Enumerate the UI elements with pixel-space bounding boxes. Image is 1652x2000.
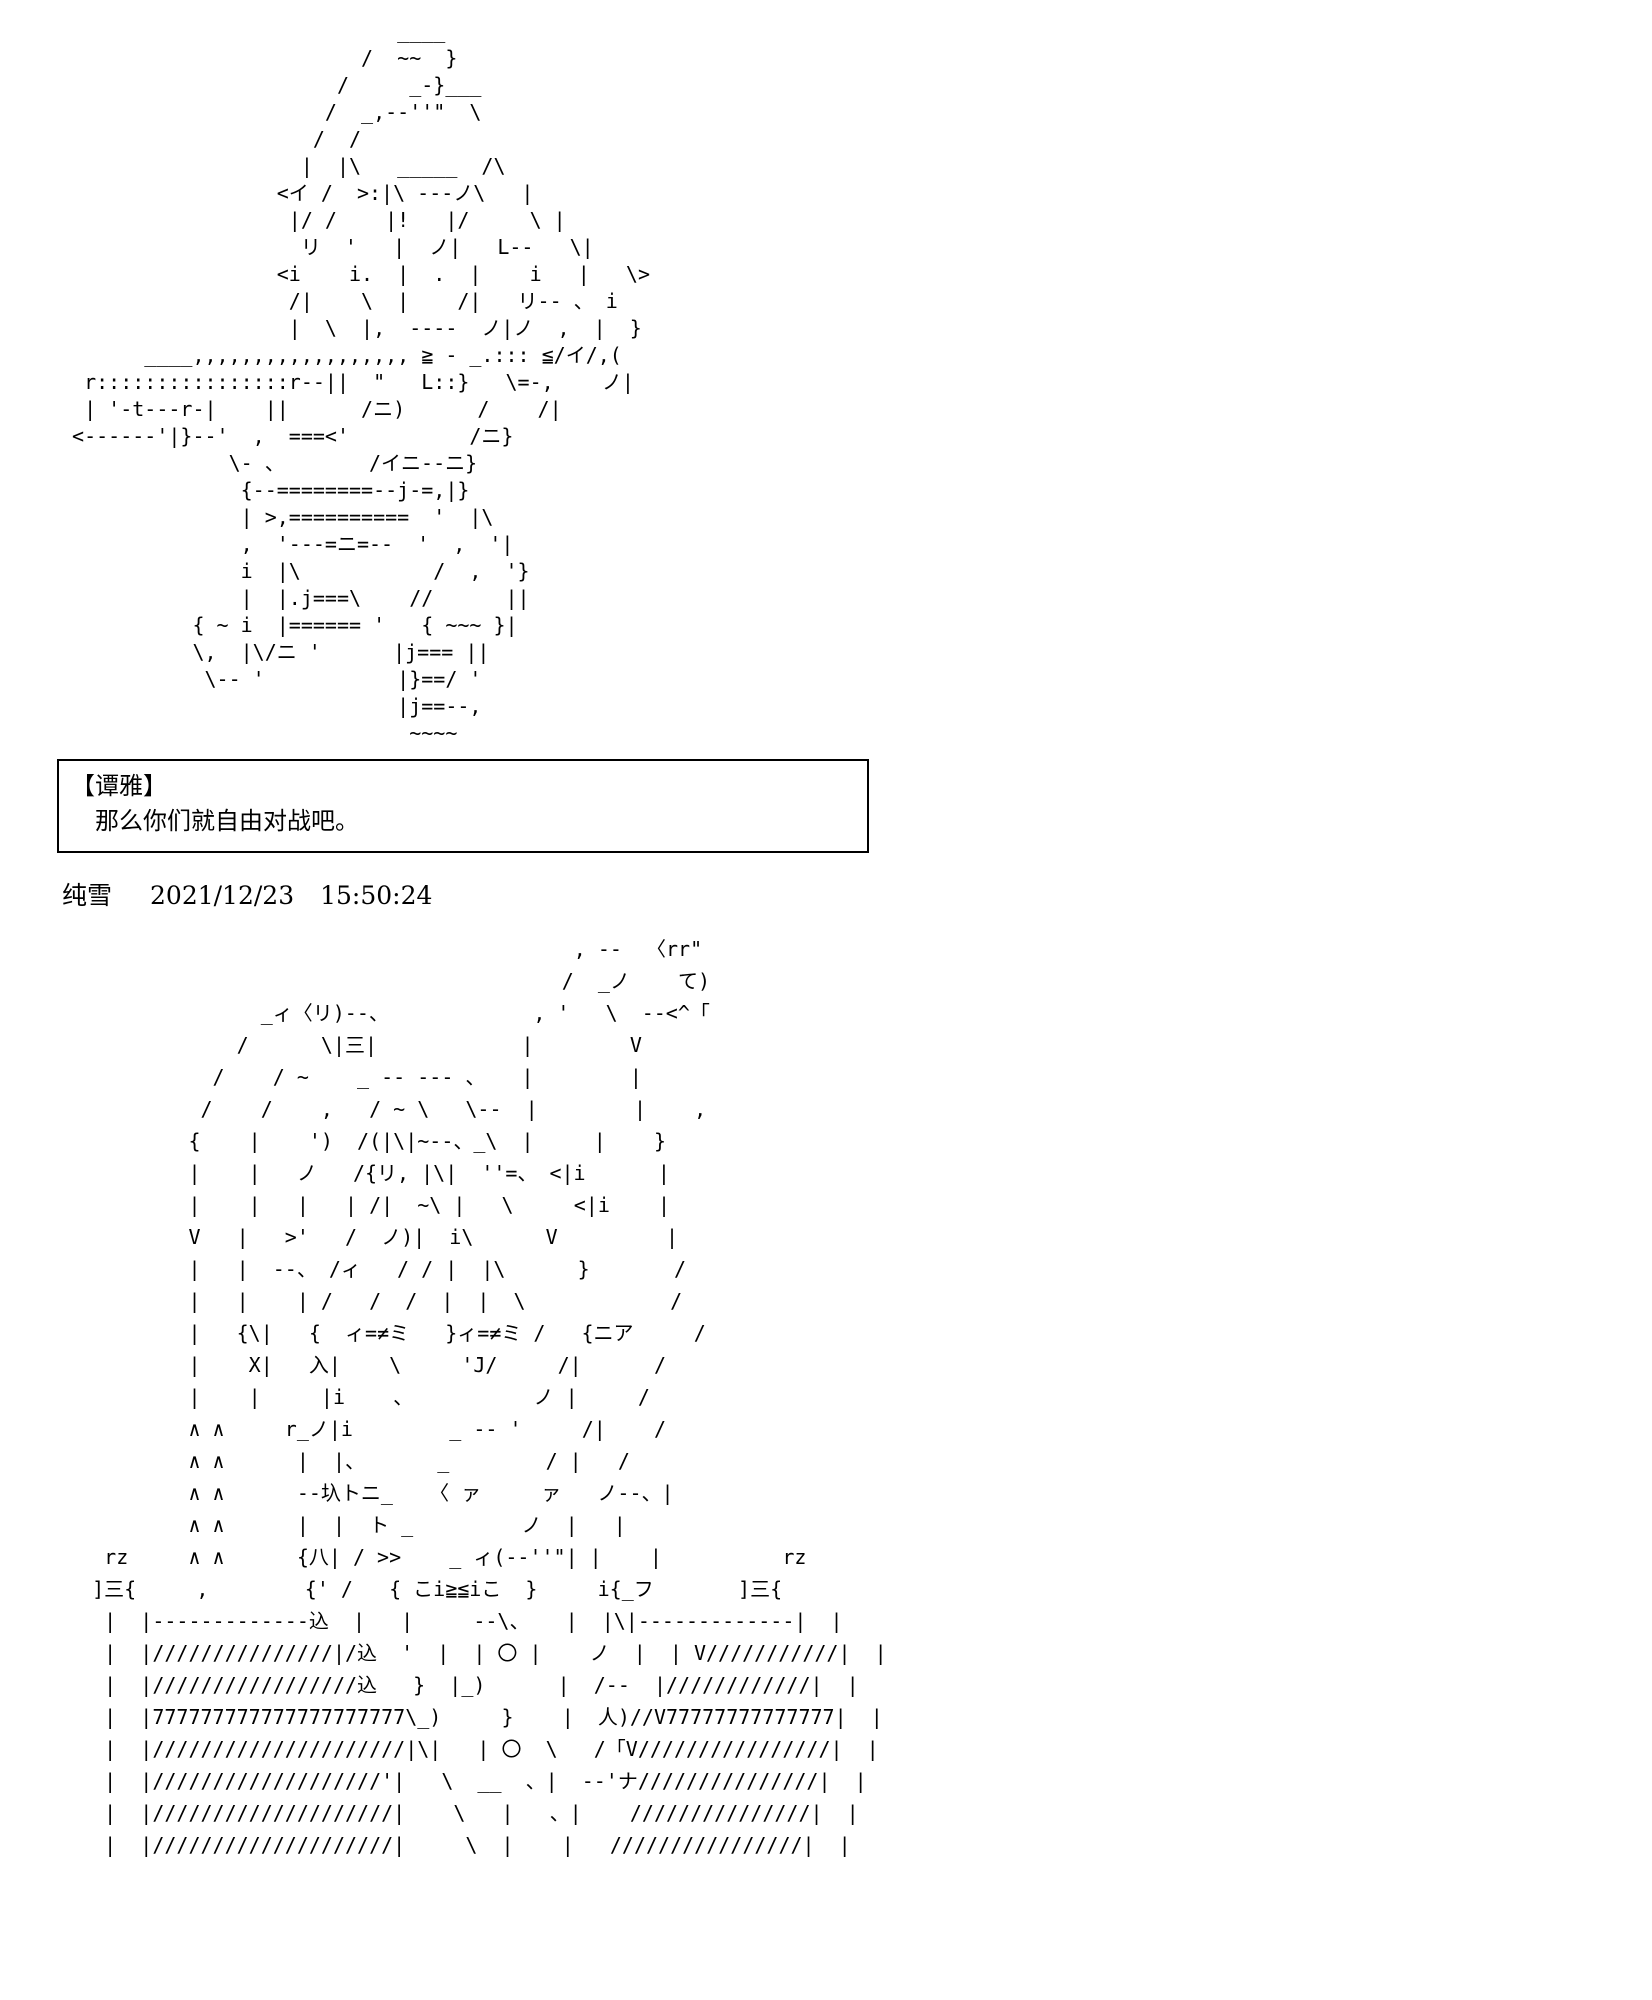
dialog-box: 【谭雅】 那么你们就自由对战吧。 bbox=[57, 759, 869, 853]
post-date: 2021/12/23 bbox=[150, 881, 295, 910]
post-time: 15:50:24 bbox=[320, 881, 433, 910]
ascii-art-tanya: ____ / ~~ } / _-}___ / _,--''" \ / / | |… bbox=[72, 19, 651, 745]
ascii-art-second: , -- 〈rr" / _ノ て) _ィ〈リ)--、 , ' \ --<^「 /… bbox=[92, 937, 887, 1857]
dialog-text: 那么你们就自由对战吧。 bbox=[95, 807, 359, 835]
post-header: 纯雪 2021/12/23 15:50:24 bbox=[62, 881, 1652, 911]
post-author: 纯雪 bbox=[62, 881, 113, 910]
speaker-name: 【谭雅】 bbox=[71, 772, 167, 800]
